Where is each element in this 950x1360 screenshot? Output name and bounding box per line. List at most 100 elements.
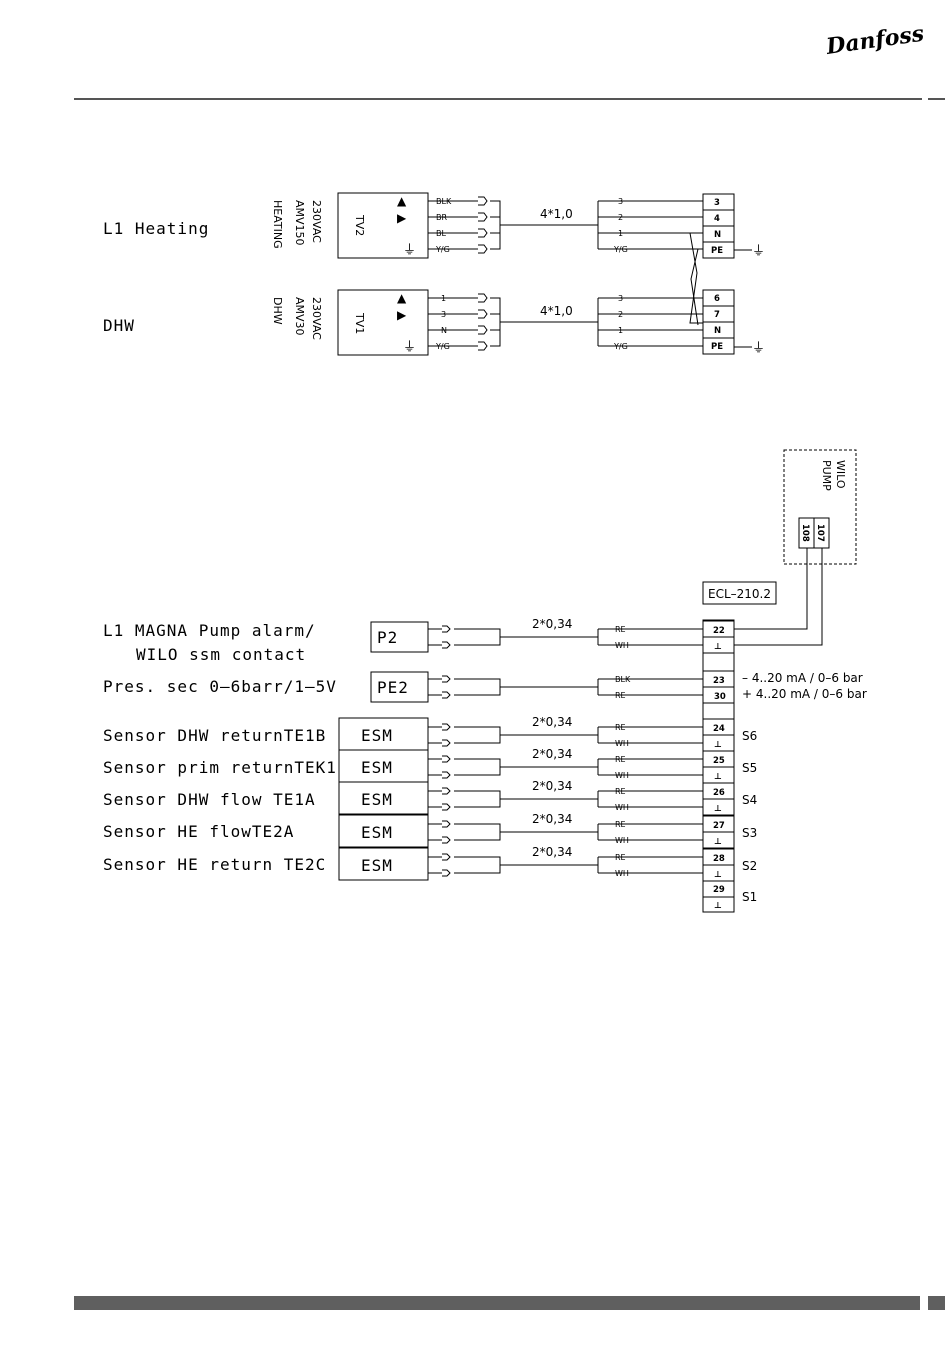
pump-terminal: 108 [800,524,810,542]
controller-terminal: 3 [714,198,720,208]
footer-bar [74,1296,920,1310]
signal-device-label: P2 [377,628,398,647]
actuator-line-3: HEATING [271,200,284,249]
wire-color: WH [615,836,629,845]
controller-terminal: ⊥ [714,837,722,847]
signal-connector [428,787,501,811]
signal-label: Pres. sec 0–6barr/1–5V [103,677,337,696]
open-arrow-icon: ▶ [397,211,407,225]
wire-color: WH [615,771,629,780]
signal-label: Sensor DHW flow TE1A [103,790,316,809]
controller-terminal: 25 [713,756,725,766]
actuator-line-2: AMV150 [293,200,306,246]
signal-connector [428,723,501,747]
controller-terminal: 26 [713,788,725,798]
signal-device-label: ESM [361,758,393,777]
wire-color: BLK [615,675,631,684]
wire-color: RE [615,723,626,732]
signal-row: L1 MAGNA Pump alarm/WILO ssm contactP22*… [103,617,734,664]
group-label-dhw: DHW [103,316,135,335]
controller-signal-terminals [702,619,735,913]
actuator-line-1: 230VAC [310,297,323,340]
wire-color: RE [615,820,626,829]
signal-connector [428,625,501,649]
signal-wires [597,856,703,874]
controller-terminal: 22 [713,626,725,636]
controller-terminal: 23 [713,676,725,686]
controller-terminal: 30 [714,692,726,702]
actuator-box [337,192,429,259]
controller-terminal: ⊥ [714,901,722,911]
controller-terminal: 6 [714,294,720,304]
wire-color: WH [615,739,629,748]
signal-connector [428,675,501,699]
signal-connector [428,755,501,779]
controller-terminal: 7 [714,310,720,320]
actuator-terminal: 3 [441,310,446,319]
cable-label: 2*0,34 [532,779,572,793]
signal-device-box [370,671,429,703]
actuator-box-label: TV1 [353,312,366,334]
pump-box [783,449,857,565]
cable-label: 2*0,34 [532,812,572,826]
signal-wires [597,758,703,776]
sensor-input-label: S3 [742,826,757,840]
actuator-tv2: HEATING AMV150 230VAC TV2 ▲ ▶ ⏚ BLK BR B… [271,192,765,259]
controller-wire: 1 [618,326,623,335]
ground-icon: ⏚ [403,340,416,355]
signal-device-label: ESM [361,790,393,809]
close-arrow-icon: ▲ [397,291,407,305]
controller-wire: 2 [618,310,623,319]
controller-terminal: ⊥ [714,642,722,652]
cable-label: 2*0,34 [532,715,572,729]
wire-color: RE [615,691,626,700]
signal-label: WILO ssm contact [136,645,306,664]
controller-terminal: N [714,230,721,240]
signal-row-s1: 29 ⊥ S1 [703,885,757,911]
wire-color: RE [615,853,626,862]
ground-icon: ⏚ [752,341,765,356]
controller-terminal: 24 [713,724,725,734]
signal-label: Sensor HE return TE2C [103,855,326,874]
controller-wire: 3 [618,294,623,303]
controller-terminal: 4 [714,214,720,224]
controller-wire: 1 [618,229,623,238]
controller-terminal: ⊥ [714,804,722,814]
ground-icon: ⏚ [403,243,416,258]
actuator-line-3: DHW [271,297,284,325]
actuator-terminal: Y/G [435,245,450,254]
neutral-bridge [689,232,703,324]
controller-terminal: PE [711,342,723,352]
signal-device-label: ESM [361,726,393,745]
signal-wires [597,823,703,841]
signal-label: L1 MAGNA Pump alarm/ [103,621,316,640]
controller-wire: 3 [618,197,623,206]
signal-rows: L1 MAGNA Pump alarm/WILO ssm contact P2 2*… [103,617,867,911]
actuator-line-2: AMV30 [293,297,306,336]
signal-connector [428,853,501,877]
signal-device-box [338,749,429,783]
controller-name-box [702,581,777,605]
neutral-bridge-2 [690,248,699,326]
controller-terminal: 29 [713,885,725,895]
signal-device-box [338,814,429,848]
signal-label: Sensor prim returnTEK1 [103,758,337,777]
sensor-input-label: S1 [742,890,757,904]
pump-wire-2 [734,548,823,646]
cable-label: 2*0,34 [532,845,572,859]
controller-wire: Y/G [613,342,628,351]
pump-terminal: 107 [815,524,825,542]
controller-wire: 2 [618,213,623,222]
pump-wire-1 [734,548,808,630]
pump-title-2: PUMP [820,460,833,491]
actuator-box-label: TV2 [353,214,366,236]
actuator-terminal: N [441,326,447,335]
danfoss-logo: Danfoss [824,21,926,61]
cable-label: 4*1,0 [540,207,573,221]
signal-label: Sensor DHW returnTE1B [103,726,326,745]
group-label-heating: L1 Heating [103,219,209,238]
